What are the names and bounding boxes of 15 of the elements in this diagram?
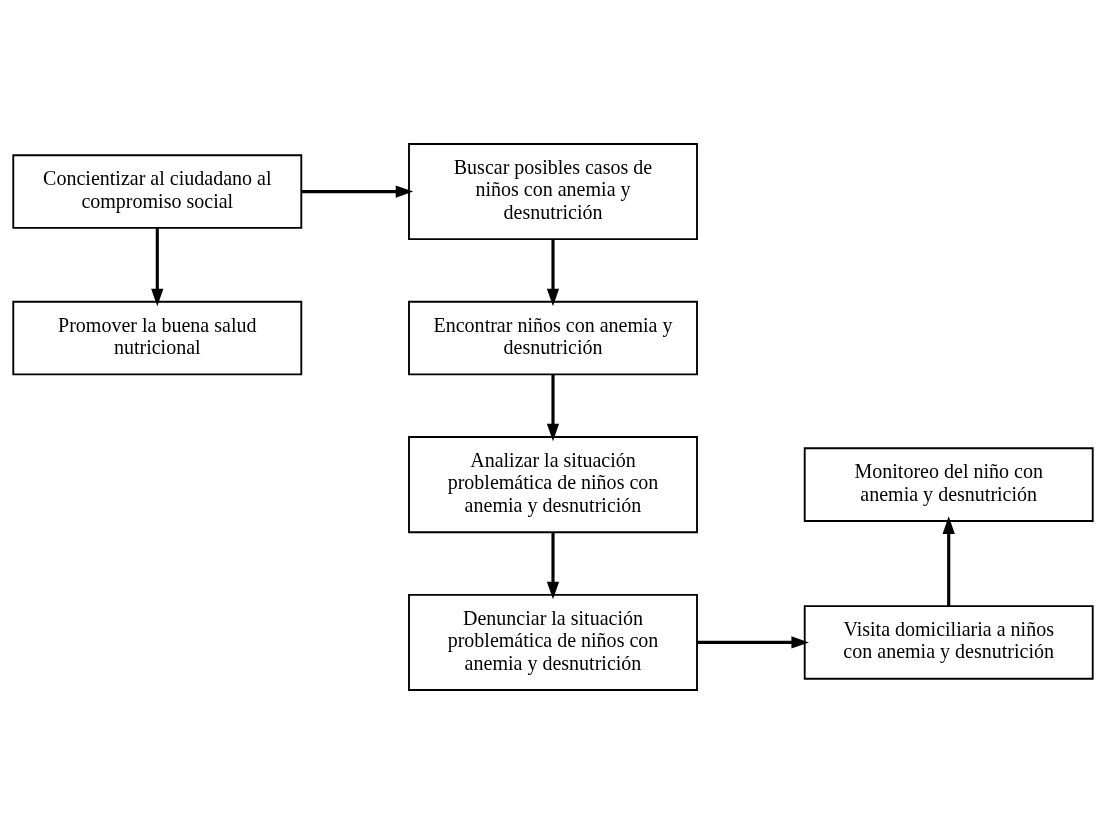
arrow	[546, 239, 560, 307]
arrow	[151, 228, 164, 307]
node-box: Encontrar niños con anemia y desnutrición	[408, 300, 698, 376]
arrow	[546, 374, 560, 442]
arrow	[546, 532, 560, 600]
arrow	[301, 185, 414, 198]
node-box: Monitoreo del niño con anemia y desnutrición	[803, 447, 1094, 522]
node-box: Analizar la situación problemática de niños con anemia y desnutrición	[408, 436, 698, 534]
node-box: Concientizar al ciudadano al compromiso social	[12, 154, 303, 229]
arrow	[697, 636, 809, 649]
arrow	[942, 516, 955, 607]
node-box: Visita domiciliaria a niños con anemia y desnutrición	[803, 605, 1094, 680]
node-box: Promover la buena salud nutricional	[12, 300, 303, 376]
node-box: Buscar posibles casos de niños con anemia y desnutrición	[408, 143, 698, 241]
node-box: Denunciar la situación problemática de niños con anemia y desnutrición	[408, 593, 698, 691]
